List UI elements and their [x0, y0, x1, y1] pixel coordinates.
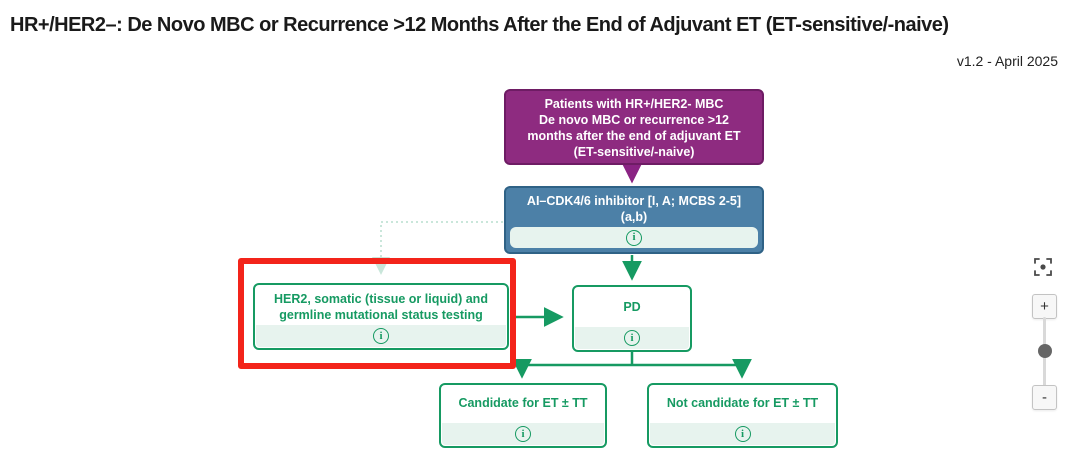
node-mutational-testing[interactable]: HER2, somatic (tissue or liquid) and ger…: [253, 283, 509, 350]
page-title: HR+/HER2–: De Novo MBC or Recurrence >12…: [10, 14, 949, 36]
info-button-not-candidate[interactable]: i: [650, 423, 835, 445]
node-pd[interactable]: PD i: [572, 285, 692, 352]
connector-pd-branch: [522, 351, 742, 367]
info-button-ai-cdk46[interactable]: i: [510, 227, 758, 248]
version-label: v1.2 - April 2025: [956, 53, 1058, 69]
node-ai-cdk46-inhibitor[interactable]: AI–CDK4/6 inhibitor [I, A; MCBS 2-5] (a,…: [504, 186, 764, 254]
info-icon: i: [734, 426, 751, 442]
node-pd-label: PD: [623, 300, 641, 314]
info-button-pd[interactable]: i: [575, 327, 689, 349]
node-not-candidate-et-tt[interactable]: Not candidate for ET ± TT i: [647, 383, 838, 448]
node-mutational-testing-label: HER2, somatic (tissue or liquid) and ger…: [274, 292, 488, 322]
node-candidate-et-tt-label: Candidate for ET ± TT: [458, 396, 588, 410]
info-icon: i: [626, 229, 642, 246]
info-icon: i: [373, 328, 389, 344]
node-not-candidate-et-tt-label: Not candidate for ET ± TT: [666, 396, 819, 410]
info-icon: i: [515, 426, 531, 442]
info-button-mutational-testing[interactable]: i: [256, 325, 506, 347]
node-patient-population-label: Patients with HR+/HER2- MBC De novo MBC …: [527, 97, 741, 159]
node-ai-cdk46-inhibitor-label: AI–CDK4/6 inhibitor [I, A; MCBS 2-5] (a,…: [526, 194, 742, 224]
center-focus-icon: [1034, 258, 1052, 276]
node-candidate-et-tt[interactable]: Candidate for ET ± TT i: [439, 383, 607, 448]
zoom-in-button[interactable]: +: [1032, 294, 1057, 319]
zoom-out-button[interactable]: -: [1032, 385, 1057, 410]
info-button-candidate[interactable]: i: [442, 423, 604, 445]
reset-view-button[interactable]: [1030, 254, 1056, 280]
zoom-slider-handle[interactable]: [1037, 344, 1052, 358]
connector-treatment-to-testing-dotted: [372, 221, 503, 275]
info-icon: i: [624, 330, 640, 346]
node-patient-population[interactable]: Patients with HR+/HER2- MBC De novo MBC …: [504, 89, 764, 165]
